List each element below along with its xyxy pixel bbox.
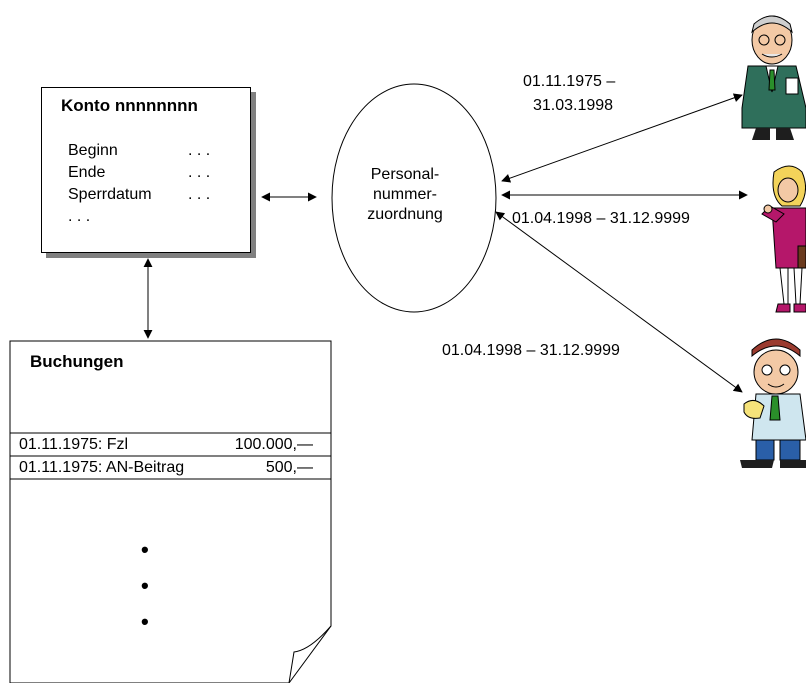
booking-row: 01.11.1975: Fzl 100.000,—	[19, 435, 313, 455]
zuordnung-label-line: zuordnung	[367, 206, 443, 223]
businesswoman-icon	[761, 165, 806, 313]
konto-field-sperrdatum-value: . . .	[188, 186, 211, 203]
konto-box	[41, 87, 251, 253]
period-person2: 01.04.1998 – 31.12.9999	[512, 210, 690, 227]
zuordnung-label-line: nummer-	[372, 186, 437, 203]
zuordnung-label-line: Personal-	[370, 166, 440, 183]
period-person1-start: 01.11.1975 –	[523, 73, 616, 90]
buchungen-document	[9, 340, 332, 683]
more-bookings-dot: •	[141, 573, 149, 598]
arrow-zuordnung-person1	[501, 93, 743, 183]
konto-field-beginn-label: Beginn	[68, 142, 118, 159]
young-man-icon	[740, 338, 806, 468]
document-page-curl	[288, 625, 332, 683]
buchungen-title: Buchungen	[30, 352, 124, 371]
booking-row: 01.11.1975: AN-Beitrag 500,—	[19, 458, 313, 478]
konto-title: Konto nnnnnnnn	[61, 96, 198, 115]
konto-field-ende-label: Ende	[68, 164, 106, 181]
personalnummer-zuordnung-ellipse	[331, 83, 497, 313]
konto-field-ende-value: . . .	[188, 164, 211, 181]
konto-field-more-label: . . .	[68, 208, 91, 225]
booking-row-amount: 100.000,—	[234, 436, 313, 453]
elderly-man-icon	[741, 15, 806, 140]
booking-row-date: 01.11.1975: Fzl	[19, 436, 129, 453]
booking-row-amount: 500,—	[265, 459, 313, 476]
booking-row-date: 01.11.1975: AN-Beitrag	[19, 459, 185, 476]
konto-field-beginn-value: . . .	[188, 142, 211, 159]
zuordnung-label: Personal- nummer- zuordnung	[345, 165, 465, 225]
more-bookings-dot: •	[141, 609, 149, 634]
arrow-zuordnung-person3	[495, 211, 743, 393]
konto-field-sperrdatum-label: Sperrdatum	[68, 186, 152, 203]
period-person3: 01.04.1998 – 31.12.9999	[442, 342, 620, 359]
more-bookings-dot: •	[141, 537, 149, 562]
period-person1-end: 31.03.1998	[533, 97, 614, 114]
booking-row-frame	[9, 455, 332, 480]
